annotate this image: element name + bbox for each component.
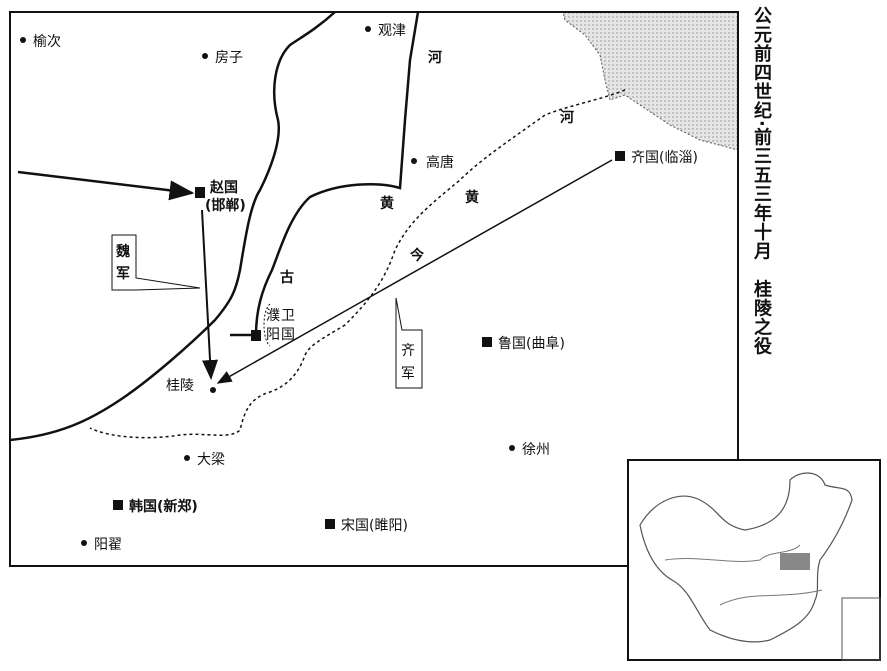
city-xuzhou: 徐州	[509, 442, 550, 458]
ancient-yellow-river-west	[9, 11, 336, 442]
svg-text:榆次: 榆次	[33, 34, 61, 50]
river-label: 河	[428, 49, 442, 66]
svg-text:韩国(新郑): 韩国(新郑)	[129, 498, 198, 515]
city-yuci: 榆次	[20, 34, 61, 50]
city-yangzhai: 阳翟	[81, 537, 122, 553]
qi-army-arrow	[216, 159, 613, 384]
wei-army-callout	[111, 234, 201, 291]
svg-text:房子: 房子	[215, 50, 243, 66]
svg-text:宋国(睢阳): 宋国(睢阳)	[341, 518, 408, 534]
svg-text:濮: 濮	[266, 308, 280, 324]
capital-zhao: 赵国(邯郸)	[195, 179, 246, 214]
river-label: 河	[560, 109, 574, 126]
city-gaotang: 高唐	[411, 154, 454, 171]
svg-text:赵国: 赵国	[209, 179, 238, 196]
map-frame	[9, 11, 739, 567]
city-fangzi: 房子	[202, 50, 243, 66]
svg-text:大梁: 大梁	[197, 452, 225, 468]
capital-qi: 齐国(临淄)	[615, 150, 698, 166]
svg-text:卫: 卫	[281, 308, 295, 324]
wei-army-label-2: 军	[116, 266, 130, 282]
svg-text:(邯郸): (邯郸)	[205, 197, 246, 214]
qi-army-label-1: 齐	[401, 343, 415, 359]
svg-text:徐州: 徐州	[522, 442, 550, 458]
river-label: 今	[409, 247, 424, 264]
river-label: 古	[280, 269, 294, 286]
wei-army-arrow	[201, 209, 219, 380]
china-inset-map	[627, 459, 881, 661]
svg-text:国: 国	[281, 327, 295, 343]
wei-army-label-1: 魏	[115, 243, 130, 260]
capital-song: 宋国(睢阳)	[325, 518, 408, 534]
river-label: 黄	[465, 189, 479, 206]
highlight-region	[780, 553, 810, 570]
svg-text:鲁国(曲阜): 鲁国(曲阜)	[498, 335, 565, 352]
capital-wei-state: 濮阳 卫国	[251, 303, 295, 347]
svg-text:观津: 观津	[378, 23, 406, 39]
svg-text:阳翟: 阳翟	[94, 537, 122, 553]
svg-text:桂陵: 桂陵	[166, 378, 194, 394]
qi-army-label-2: 军	[401, 366, 415, 382]
ancient-yellow-river-east	[230, 11, 420, 337]
modern-yellow-river	[89, 89, 626, 439]
svg-text:阳: 阳	[266, 327, 280, 343]
city-guiling: 桂陵	[166, 378, 216, 394]
capital-lu: 鲁国(曲阜)	[482, 335, 565, 352]
city-guanjin: 观津	[365, 23, 406, 39]
svg-text:高唐: 高唐	[426, 154, 454, 171]
capital-han: 韩国(新郑)	[113, 498, 198, 515]
city-daliang: 大梁	[184, 452, 225, 468]
map-title: 公元前四世纪·前三五三年十月 桂陵之役	[751, 6, 772, 356]
qi-army-callout	[395, 297, 423, 389]
svg-text:齐国(临淄): 齐国(临淄)	[631, 150, 698, 166]
river-label: 黄	[380, 195, 394, 212]
zhao-attack-arrow	[17, 170, 195, 201]
sea-area	[562, 11, 739, 151]
